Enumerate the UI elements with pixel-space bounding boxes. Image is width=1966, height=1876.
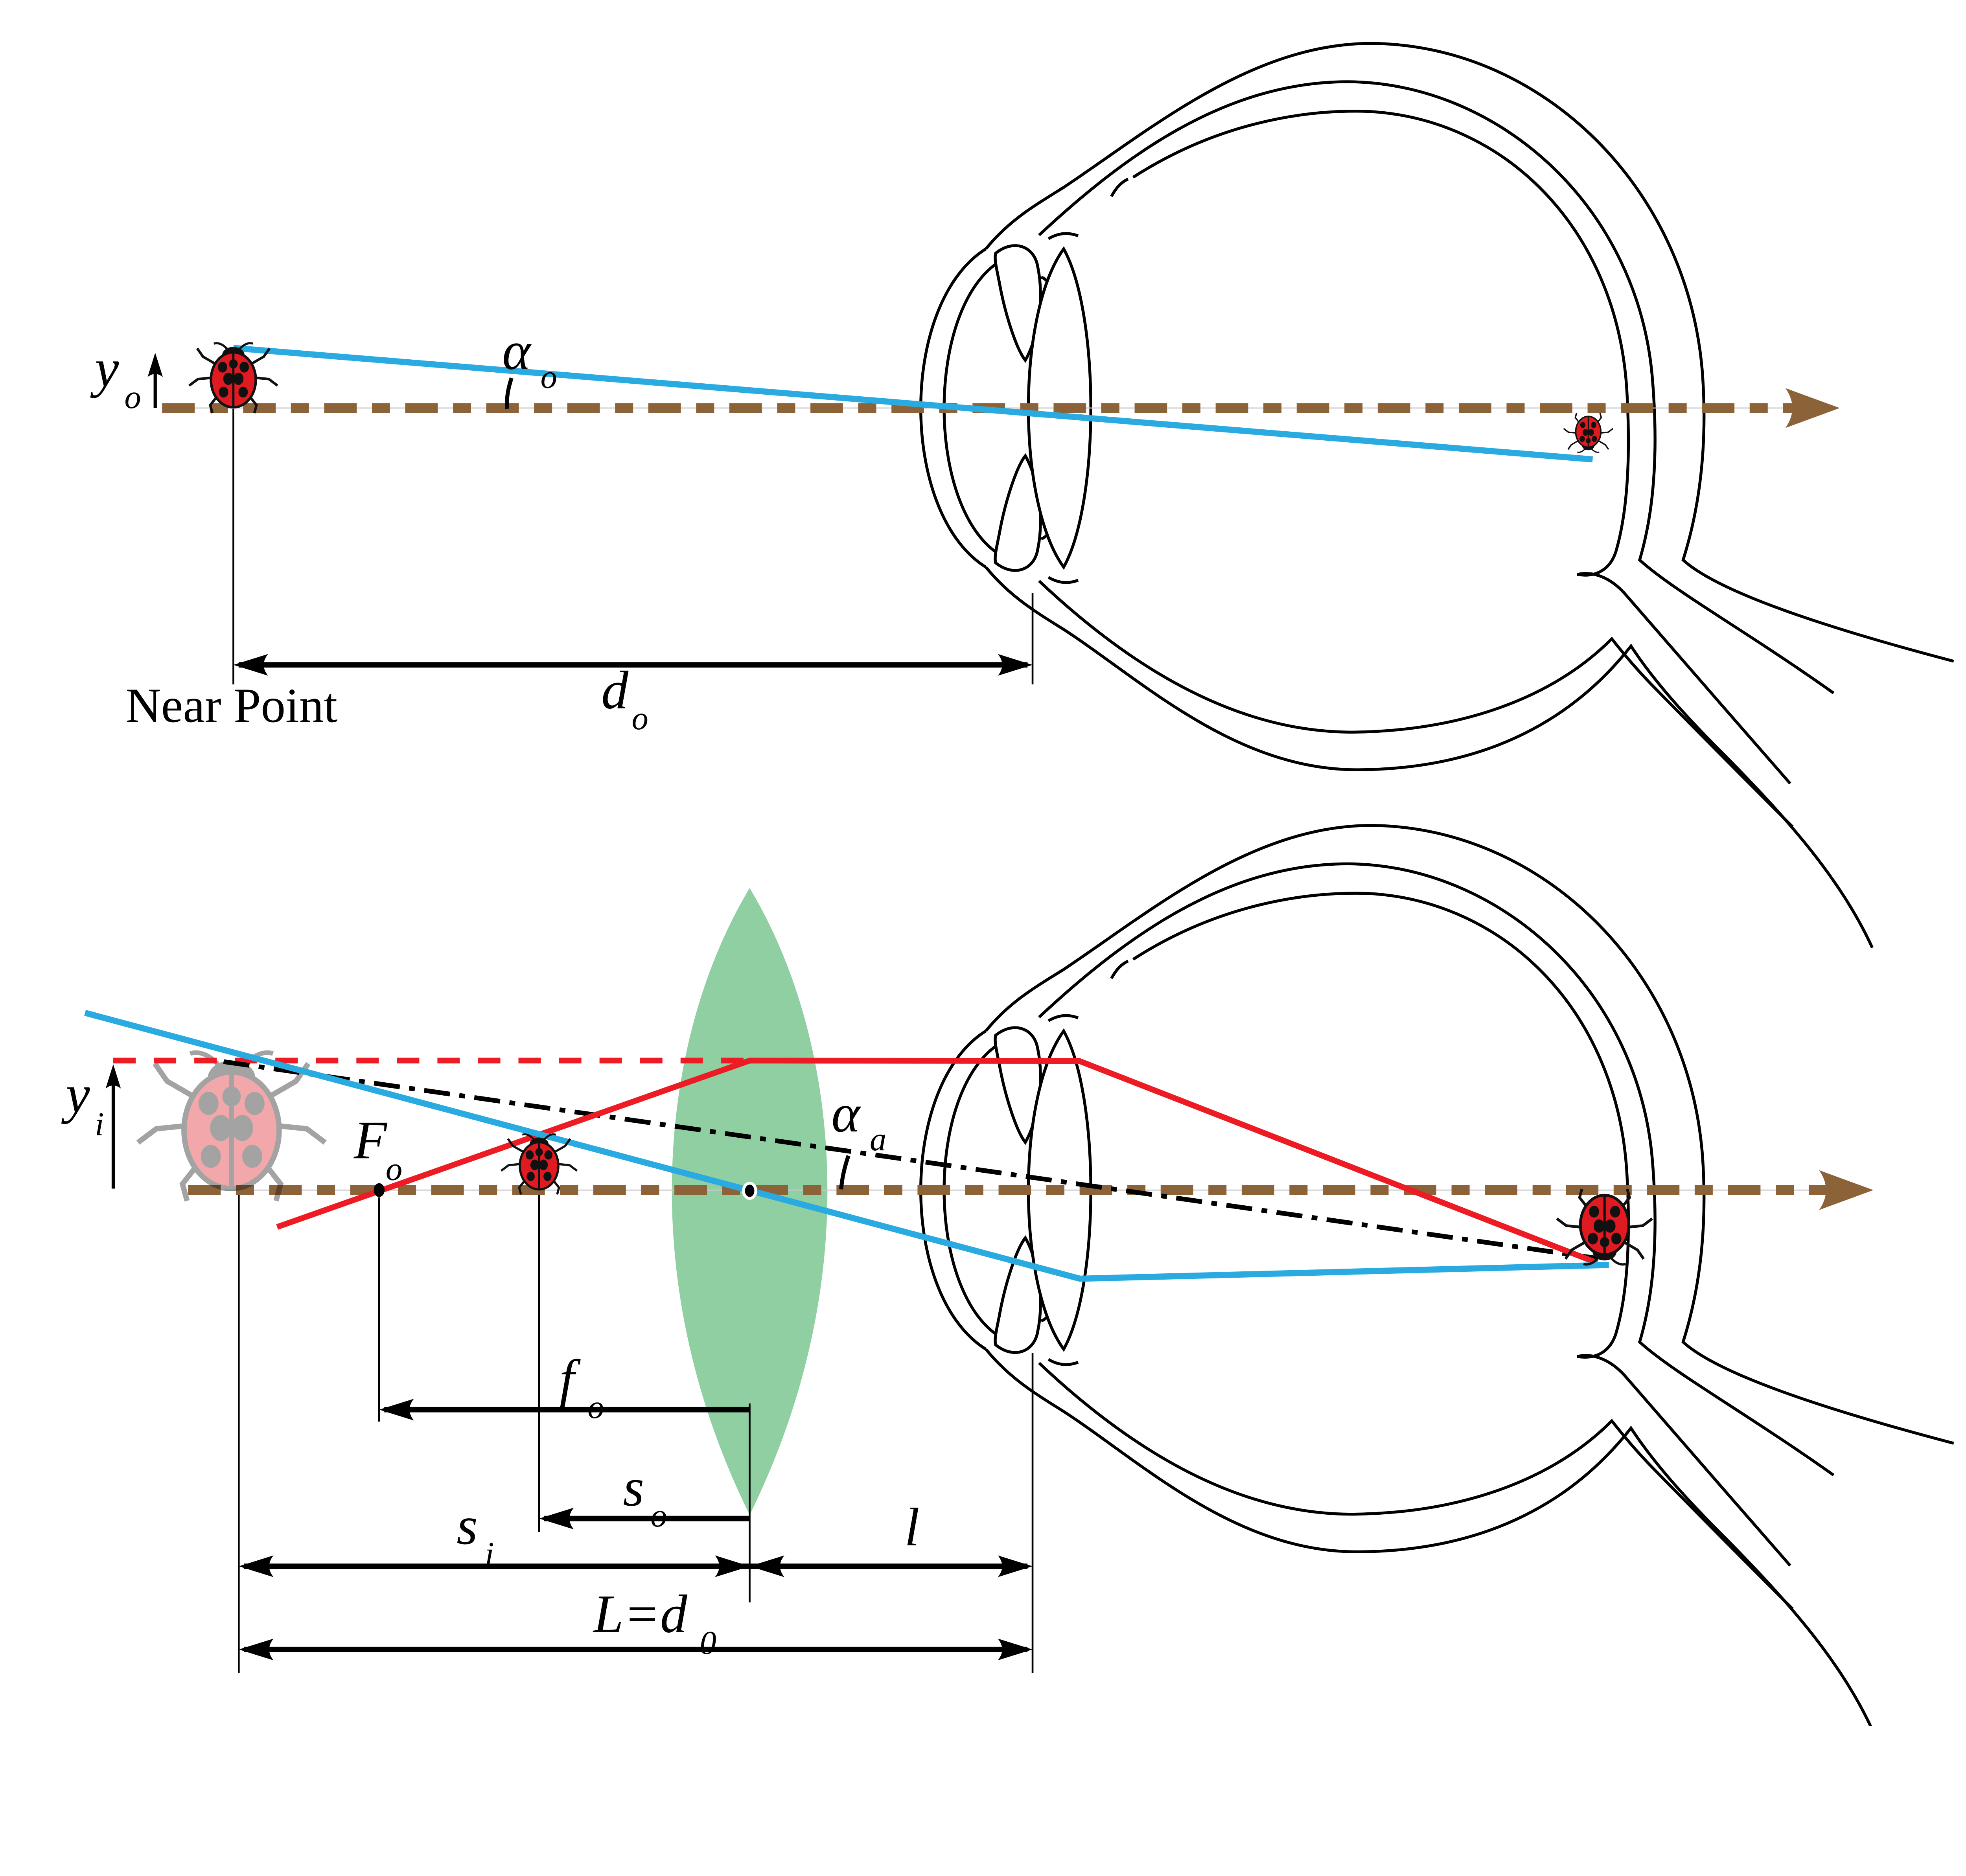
focal-length-label-subscript: o (587, 1389, 604, 1425)
magnifying-glass-optics-figure: y o α o Near Point d o (61, 42, 1955, 1726)
optics-diagram-canvas: y o α o Near Point d o (61, 42, 1955, 1726)
unaided-angle-arc (505, 377, 514, 409)
unaided-eye-cross-section (921, 43, 1954, 947)
optical-axis-arrowhead (1819, 1170, 1874, 1210)
apparent-chief-ray-dashdot (223, 1059, 1599, 1261)
dimension-arrowhead (998, 1639, 1033, 1661)
dimension-arrowhead (749, 1555, 784, 1577)
total-length-label: L=d (593, 1584, 688, 1644)
dimension-arrowhead (379, 1399, 414, 1421)
focal-length-label: f (560, 1349, 581, 1409)
dimension-arrowhead (239, 1639, 274, 1661)
unaided-angle-label-subscript: o (541, 359, 557, 395)
dimension-arrowhead-left (233, 654, 268, 676)
near-point-label: Near Point (126, 679, 338, 733)
unaided-angle-label: α (502, 321, 532, 381)
magnifier-lens (672, 888, 828, 1515)
chief-ray-blue (233, 345, 1593, 463)
image-distance-label: s (457, 1495, 478, 1556)
total-length-label-subscript: 0 (700, 1625, 716, 1661)
eye-relief-label: l (904, 1497, 919, 1557)
ladybug-virtual-image (138, 1053, 325, 1201)
center-ray-blue (84, 1010, 1609, 1282)
ladybug-object (189, 343, 278, 413)
object-distance-label-subscript: o (650, 1497, 667, 1534)
dimension-arrowhead (239, 1555, 274, 1577)
dimension-arrowhead (715, 1555, 750, 1577)
object-height-label-subscript: o (125, 379, 141, 416)
dimension-arrowhead (998, 1555, 1033, 1577)
image-distance-label-subscript: i (485, 1536, 494, 1572)
image-height-arrowhead (105, 1064, 121, 1089)
aided-angle-arc (839, 1155, 850, 1190)
dimension-arrowhead (539, 1508, 574, 1530)
object-distance-label: s (623, 1457, 644, 1517)
focal-ray-red (276, 1058, 1598, 1266)
lens-center-dot (742, 1182, 757, 1200)
image-height-label-subscript: i (95, 1106, 104, 1142)
image-height-label: y (61, 1064, 90, 1124)
object-height-label: y (90, 338, 119, 398)
dimension-arrowhead-right (998, 654, 1033, 676)
focal-point-dot (374, 1183, 385, 1197)
aided-angle-label: α (831, 1083, 861, 1143)
object-height-arrowhead (147, 353, 163, 377)
ladybug-retinal-image (1563, 412, 1614, 453)
focal-point-label: F (353, 1110, 388, 1170)
magnified-view-diagram: y i F o α a f o s o s i l L=d 0 (61, 826, 1953, 1726)
near-point-distance-label-subscript: o (632, 700, 648, 737)
near-point-distance-label: d (601, 660, 629, 720)
focal-point-label-subscript: o (386, 1151, 402, 1187)
aided-angle-label-subscript: a (870, 1121, 886, 1158)
optical-axis-arrowhead (1785, 388, 1840, 428)
top-view-unaided-eye-diagram: y o α o Near Point d o (90, 43, 1954, 947)
